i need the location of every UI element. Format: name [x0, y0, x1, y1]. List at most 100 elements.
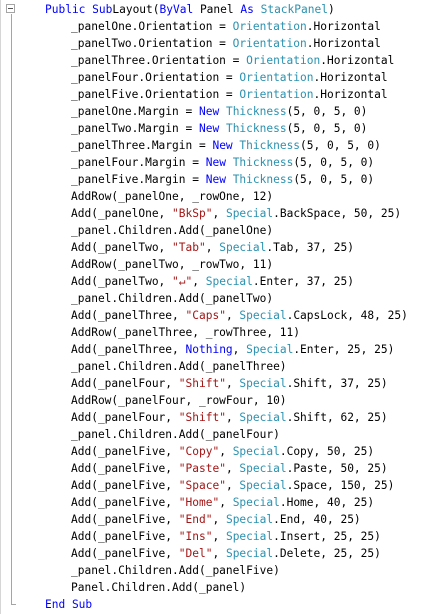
code-token: .Horizontal — [306, 37, 381, 50]
code-token: _panelThree.Orientation = — [71, 54, 247, 67]
code-token: Special — [225, 547, 274, 560]
code-token: Add(_panelFive, — [71, 462, 179, 475]
code-token: "Copy" — [178, 445, 220, 458]
fold-guide-line — [11, 14, 12, 604]
code-line[interactable]: _panelFive.Orientation = Orientation.Hor… — [71, 86, 388, 103]
code-token: .Horizontal — [313, 88, 388, 101]
code-line[interactable]: _panelFour.Margin = New Thickness(5, 0, … — [71, 154, 374, 171]
code-line[interactable]: _panel.Children.Add(_panelOne) — [71, 222, 273, 239]
code-line[interactable]: Add(_panelFive, "Copy", Special.Copy, 50… — [71, 443, 374, 460]
code-token: .Space, 150, 25) — [286, 479, 395, 492]
code-token: .Horizontal — [306, 20, 381, 33]
collapse-minus-icon[interactable] — [6, 4, 15, 13]
code-token: .Shift, 37, 25) — [286, 377, 388, 390]
code-line[interactable]: End Sub — [45, 596, 92, 613]
code-token: New — [205, 156, 226, 169]
code-token: Add(_panelThree, — [71, 309, 186, 322]
code-token: .Horizontal — [320, 54, 395, 67]
code-token: , — [225, 462, 240, 475]
code-token: , — [225, 377, 240, 390]
code-token: _panel.Children.Add(_panelThree) — [71, 360, 287, 373]
code-token: _panelFive.Orientation = — [71, 88, 240, 101]
code-token: .Horizontal — [313, 71, 388, 84]
code-token: , — [212, 530, 226, 543]
code-token: AddRow(_panelThree, _rowThree, 11) — [71, 326, 301, 339]
code-line[interactable]: _panelOne.Margin = New Thickness(5, 0, 5… — [71, 103, 367, 120]
code-token: "End" — [178, 513, 213, 526]
code-token: _panelFour.Margin = — [71, 156, 206, 169]
code-token: As — [240, 3, 254, 16]
code-token: New — [198, 122, 220, 135]
code-line[interactable]: _panel.Children.Add(_panelTwo) — [71, 290, 273, 307]
code-token: _panelTwo.Margin = — [71, 122, 199, 135]
code-line[interactable]: AddRow(_panelTwo, _rowTwo, 11) — [71, 256, 273, 273]
code-token: Special — [239, 309, 287, 322]
code-token: Add(_panelTwo, — [71, 241, 173, 254]
code-line[interactable]: _panelOne.Orientation = Orientation.Hori… — [71, 18, 381, 35]
code-line[interactable]: _panel.Children.Add(_panelThree) — [71, 358, 287, 375]
code-line[interactable]: _panelThree.Orientation = Orientation.Ho… — [71, 52, 394, 69]
code-line[interactable]: Add(_panelFive, "End", Special.End, 40, … — [71, 511, 361, 528]
code-token: Orientation — [232, 37, 307, 50]
code-token: "Shift" — [178, 377, 226, 390]
code-token: .Delete, 25, 25) — [273, 547, 381, 560]
code-token: , — [225, 411, 240, 424]
code-line[interactable]: AddRow(_panelFour, _rowFour, 10) — [71, 392, 287, 409]
code-token: Add(_panelFive, — [71, 479, 179, 492]
code-line[interactable]: Add(_panelTwo, "↵", Special.Enter, 37, 2… — [71, 273, 354, 290]
code-token — [226, 173, 233, 186]
code-token: "↵" — [172, 275, 193, 288]
code-token: (5, 0, 5, 0) — [293, 173, 375, 186]
code-token — [219, 105, 226, 118]
code-token: New — [205, 173, 226, 186]
code-token: _panelThree.Margin = — [71, 139, 213, 152]
code-token: Special — [232, 496, 280, 509]
code-line[interactable]: _panel.Children.Add(_panelFour) — [71, 426, 280, 443]
code-token: Add(_panelFour, — [71, 377, 179, 390]
code-line[interactable]: Add(_panelFive, "Del", Special.Delete, 2… — [71, 545, 381, 562]
code-line[interactable]: _panelTwo.Orientation = Orientation.Hori… — [71, 35, 381, 52]
code-line[interactable]: Public SubLayout(ByVal Panel As StackPan… — [45, 1, 335, 18]
code-token: Add(_panelFive, — [71, 445, 179, 458]
code-line[interactable]: Add(_panelFive, "Space", Special.Space, … — [71, 477, 394, 494]
code-token: "Caps" — [185, 309, 226, 322]
code-token: , — [205, 241, 220, 254]
code-line[interactable]: Add(_panelThree, "Caps", Special.CapsLoc… — [71, 307, 408, 324]
code-line[interactable]: _panelTwo.Margin = New Thickness(5, 0, 5… — [71, 120, 367, 137]
code-token: Add(_panelFive, — [71, 513, 179, 526]
code-line[interactable]: Add(_panelFive, "Home", Special.Home, 40… — [71, 494, 374, 511]
code-line[interactable]: Add(_panelFive, "Paste", Special.Paste, … — [71, 460, 388, 477]
code-line[interactable]: AddRow(_panelThree, _rowThree, 11) — [71, 324, 300, 341]
code-token: .BackSpace, 50, 25) — [273, 207, 402, 220]
code-token — [226, 156, 233, 169]
code-token: , — [225, 309, 240, 322]
code-token: Special — [239, 411, 287, 424]
code-token: Thickness — [232, 156, 294, 169]
code-line[interactable]: _panelThree.Margin = New Thickness(5, 0,… — [71, 137, 381, 154]
code-token: _panelFive.Margin = — [71, 173, 206, 186]
code-token: Add(_panelFive, — [71, 496, 179, 509]
code-line[interactable]: Add(_panelFour, "Shift", Special.Shift, … — [71, 409, 388, 426]
code-line[interactable]: _panelFive.Margin = New Thickness(5, 0, … — [71, 171, 374, 188]
code-token: "Tab" — [172, 241, 206, 254]
code-line[interactable]: _panel.Children.Add(_panelFive) — [71, 562, 280, 579]
code-token: _panelTwo.Orientation = — [71, 37, 233, 50]
code-token: AddRow(_panelTwo, _rowTwo, 11) — [71, 258, 274, 271]
code-token: New — [198, 105, 220, 118]
code-line[interactable]: Add(_panelThree, Nothing, Special.Enter,… — [71, 341, 394, 358]
code-token: Orientation — [232, 20, 307, 33]
code-token: Thickness — [225, 105, 287, 118]
code-line[interactable]: Add(_panelOne, "BkSp", Special.BackSpace… — [71, 205, 401, 222]
code-line[interactable]: _panelFour.Orientation = Orientation.Hor… — [71, 69, 388, 86]
code-token: Special — [239, 462, 287, 475]
code-line[interactable]: Panel.Children.Add(_panel) — [71, 579, 246, 596]
code-line[interactable]: Add(_panelFour, "Shift", Special.Shift, … — [71, 375, 388, 392]
code-token: "Paste" — [178, 462, 226, 475]
code-token: StackPanel — [260, 3, 328, 16]
code-line[interactable]: Add(_panelFive, "Ins", Special.Insert, 2… — [71, 528, 381, 545]
code-line[interactable]: Add(_panelTwo, "Tab", Special.Tab, 37, 2… — [71, 239, 354, 256]
code-token: _panelOne.Orientation = — [71, 20, 233, 33]
code-token: Orientation — [239, 71, 314, 84]
code-line[interactable]: AddRow(_panelOne, _rowOne, 12) — [71, 188, 273, 205]
